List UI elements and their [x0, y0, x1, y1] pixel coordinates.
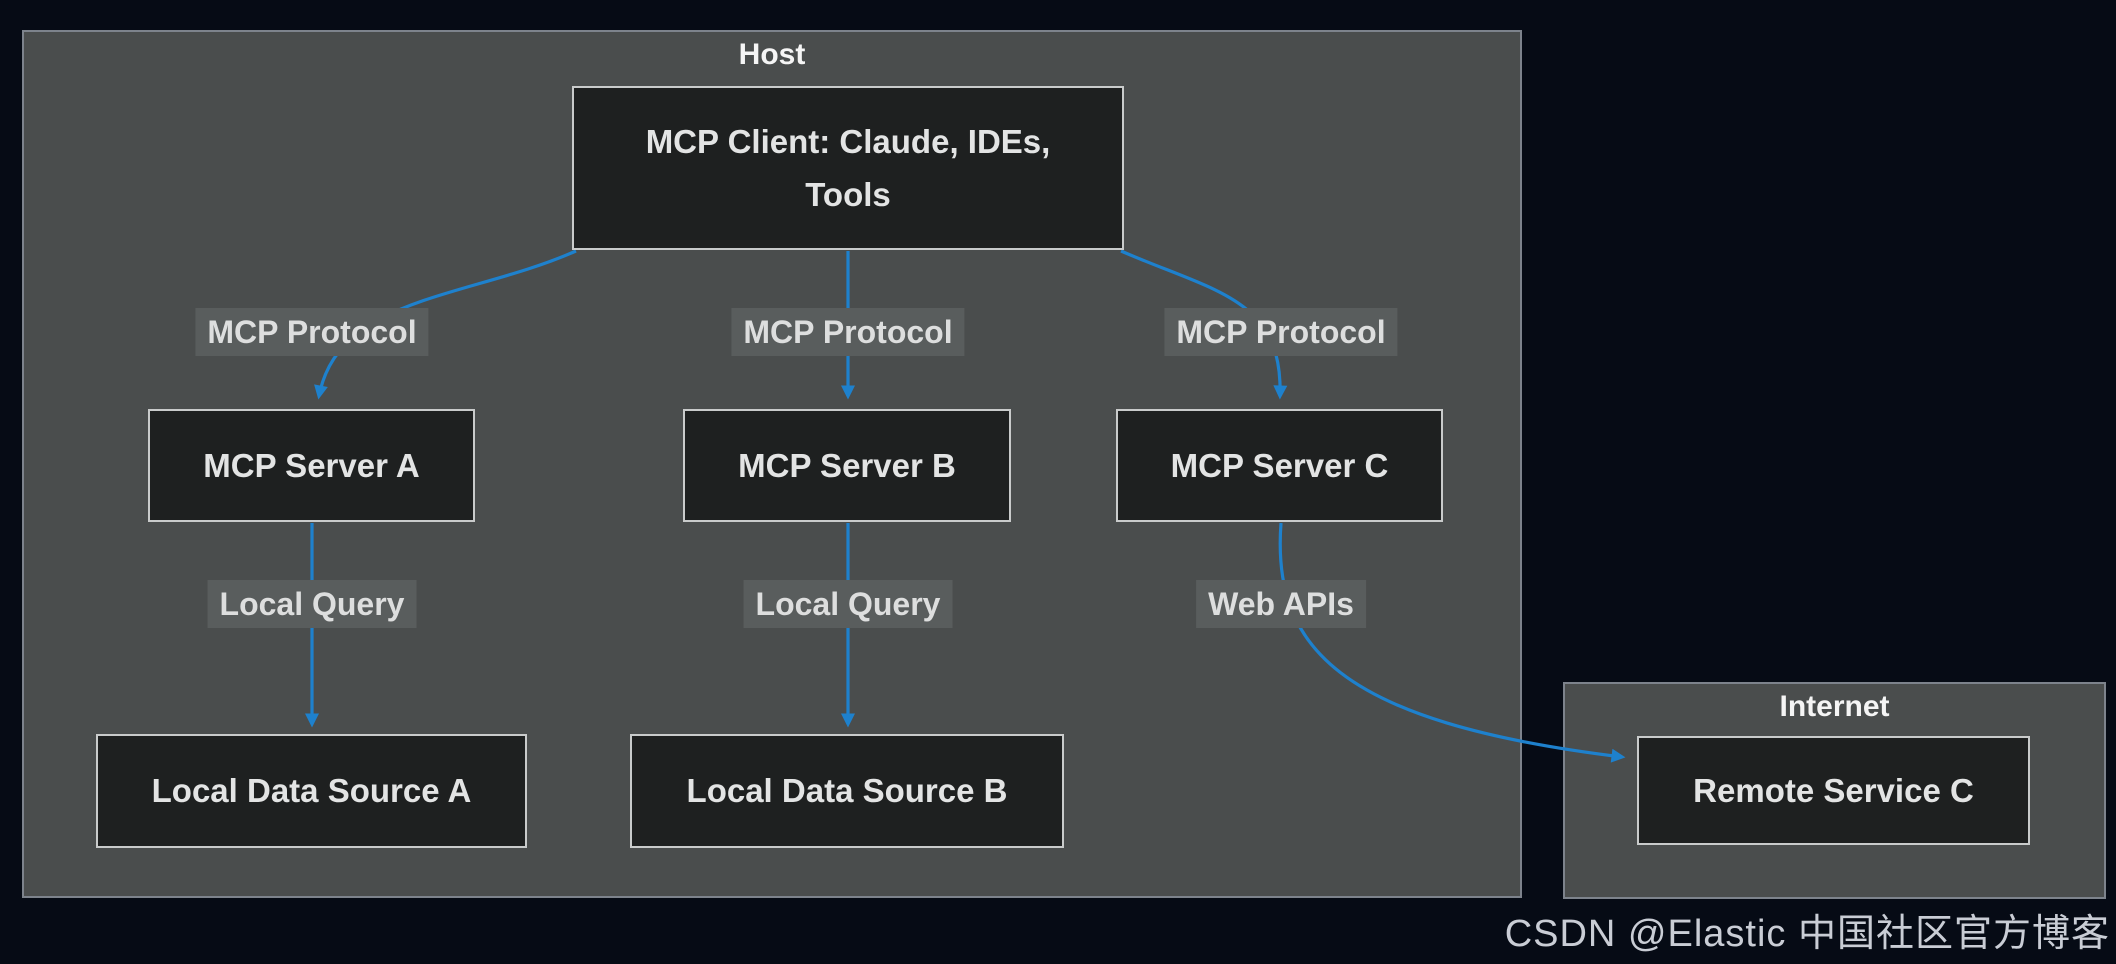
internet-title: Internet — [1779, 690, 1890, 723]
node-mcp-server-b: MCP Server B — [683, 409, 1011, 522]
edge-label-mcp-protocol-b: MCP Protocol — [731, 308, 965, 357]
edge-label-mcp-protocol-a: MCP Protocol — [195, 308, 429, 357]
node-mcp-server-a: MCP Server A — [148, 409, 475, 522]
node-mcp-server-a-label: MCP Server A — [203, 446, 420, 484]
edge-client-to-server-a — [314, 249, 577, 400]
node-mcp-server-b-label: MCP Server B — [738, 446, 956, 484]
node-local-data-source-a-label: Local Data Source A — [151, 772, 472, 809]
edge-label-local-query-a: Local Query — [207, 580, 417, 629]
node-mcp-server-c: MCP Server C — [1116, 409, 1443, 522]
edge-label-mcp-protocol-c: MCP Protocol — [1164, 308, 1398, 357]
edge-label-web-apis: Web APIs — [1196, 580, 1366, 629]
edge-client-to-server-c — [1120, 249, 1288, 400]
edge-server-c-to-remote-service — [1278, 522, 1626, 763]
edge-label-local-query-b: Local Query — [743, 580, 953, 629]
csdn-watermark: CSDN @Elastic 中国社区官方博客 — [1504, 913, 2110, 955]
node-mcp-server-c-label: MCP Server C — [1170, 446, 1389, 484]
node-mcp-client-label: MCP Client: Claude, IDEs, Tools — [645, 122, 1051, 213]
node-local-data-source-b-label: Local Data Source B — [686, 772, 1008, 809]
node-local-data-source-a: Local Data Source A — [96, 734, 527, 848]
host-title: Host — [738, 38, 806, 71]
node-mcp-client: MCP Client: Claude, IDEs, Tools — [572, 86, 1124, 250]
node-remote-service-c: Remote Service C — [1637, 736, 2030, 845]
node-remote-service-c-label: Remote Service C — [1693, 771, 1974, 809]
node-local-data-source-b: Local Data Source B — [630, 734, 1064, 848]
